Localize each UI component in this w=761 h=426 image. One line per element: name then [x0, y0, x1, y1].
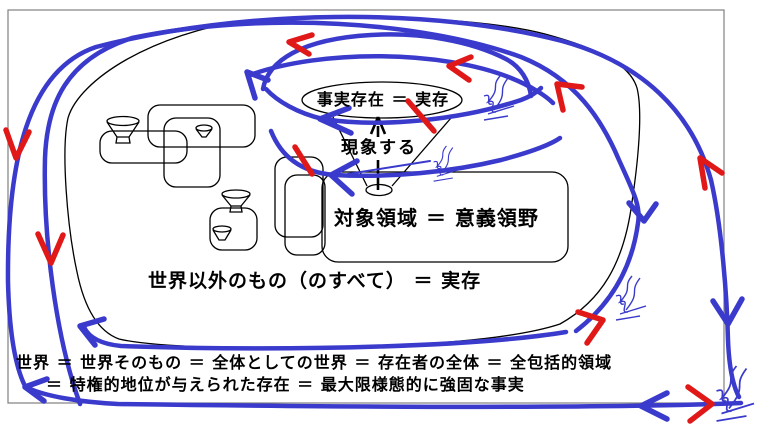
blue-arrowhead-icon: [244, 69, 271, 101]
flow-loop: [260, 32, 534, 99]
funnel-icon: [195, 124, 213, 138]
blue-arrowhead-icon: [77, 316, 107, 348]
flow-loop: [5, 14, 742, 400]
red-arrowheads: [3, 32, 725, 424]
blue-arrowheads: [22, 69, 745, 422]
flow-loop: [81, 324, 569, 351]
phenomenon-label: 現象する: [341, 138, 417, 158]
red-arrowhead-icon: [35, 231, 66, 266]
red-arrowhead-icon: [286, 32, 315, 57]
blue-arrowhead-icon: [317, 105, 354, 136]
funnel-icon: [106, 115, 140, 144]
outer-frame: [7, 9, 725, 404]
scribble-icon: [483, 75, 515, 121]
red-arrowhead-icon: [697, 155, 725, 191]
blue-arrowhead-icon: [22, 376, 50, 404]
red-arrowhead-icon: [405, 98, 437, 134]
blue-arrowhead-icon: [710, 296, 745, 327]
world-equation-line2: ＝ 特権的地位が与えられた存在 ＝ 最大限様態的に強固な事実: [46, 375, 525, 394]
red-arrowhead-icon: [575, 309, 606, 346]
world-outline: [64, 16, 641, 349]
funnel-icon: [221, 189, 251, 213]
object-domain-label: 対象領域 ＝ 意義領野: [334, 206, 539, 230]
flow-loop: [347, 160, 431, 175]
rounded-rect: [209, 207, 258, 251]
red-arrowhead-icon: [292, 144, 315, 177]
red-arrowhead-icon: [3, 127, 32, 161]
rounded-rect: [163, 117, 221, 188]
red-arrowhead-icon: [446, 54, 474, 83]
blue-arrowhead-icon: [638, 390, 670, 422]
red-arrowhead-icon: [554, 81, 585, 113]
rounded-rect: [284, 174, 326, 256]
fact-ellipse-label: 事実存在 ＝ 実存: [316, 90, 450, 109]
flow-loop: [25, 385, 744, 410]
blue-arrowhead-icon: [328, 158, 360, 197]
world-exterior-label: 世界以外のもの（のすべて） ＝ 実存: [148, 270, 482, 292]
scribble-icon: [433, 145, 459, 182]
flow-loop: [263, 85, 544, 125]
world-equation-line1: 世界 ＝ 世界そのもの ＝ 全体としての世界 ＝ 存在者の全体 ＝ 全包括的領域: [16, 353, 613, 372]
flow-loop: [268, 128, 563, 179]
black-linework: [64, 16, 641, 349]
funnel-icon: [212, 225, 232, 241]
rounded-rect: [147, 104, 256, 148]
blue-arrowhead-icon: [626, 200, 659, 224]
rounded-rect: [274, 156, 324, 238]
rounded-rect: [99, 130, 188, 164]
red-arrowhead-icon: [685, 384, 715, 424]
